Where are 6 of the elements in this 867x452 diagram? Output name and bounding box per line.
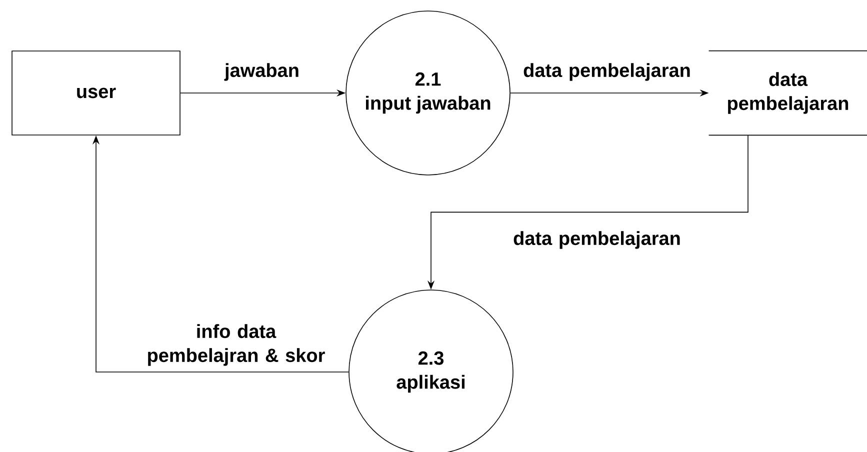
edge-label: info data pembelajran & skor — [148, 324, 325, 366]
edge-label: jawaban — [224, 63, 298, 81]
data-store: data pembelajaran — [708, 50, 867, 136]
edge-label: data pembelajaran — [514, 231, 680, 249]
entity-box: user — [12, 50, 180, 136]
edge-label: data pembelajaran — [524, 63, 690, 81]
